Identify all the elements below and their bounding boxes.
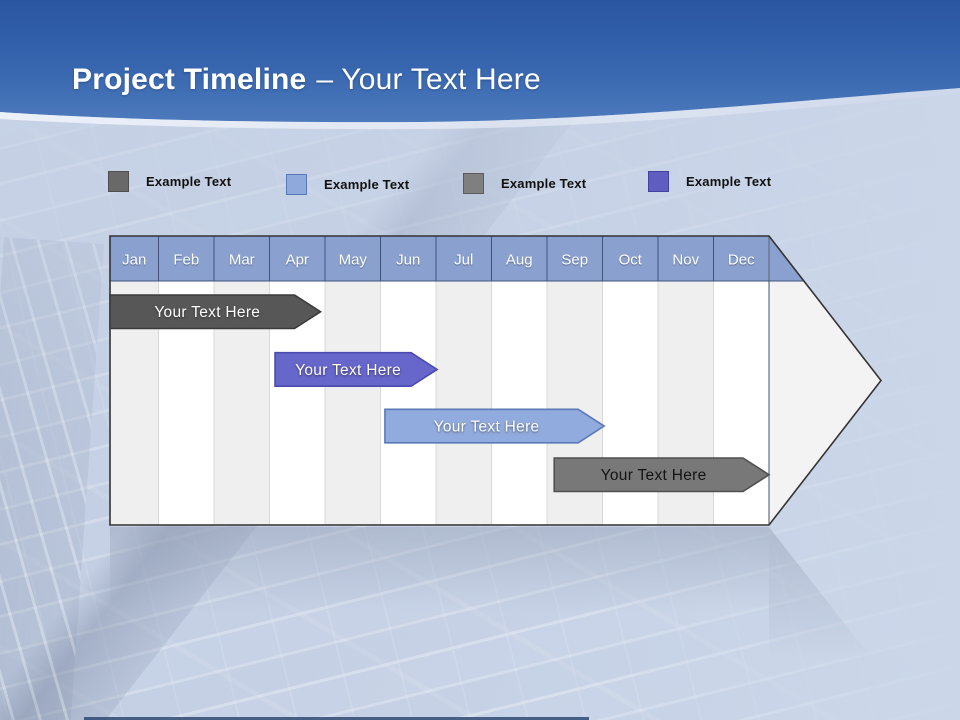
legend-item[interactable]: Example Text — [286, 173, 409, 195]
legend-label[interactable]: Example Text — [146, 173, 232, 189]
legend-swatch[interactable] — [108, 170, 129, 192]
arrow-tip-reflection — [769, 527, 873, 660]
month-column — [491, 281, 547, 525]
month-label: Jun — [396, 252, 420, 269]
month-label: May — [339, 252, 368, 269]
month-cell — [546, 235, 603, 282]
title-regular[interactable]: – Your Text Here — [316, 63, 541, 96]
photo-bottom-strip — [84, 717, 589, 720]
month-label: Oct — [619, 252, 643, 269]
month-label: Dec — [728, 252, 755, 269]
title-bold[interactable]: Project Timeline — [72, 63, 307, 96]
legend-item[interactable]: Example Text — [108, 170, 231, 192]
gantt-bar-label[interactable]: Your Text Here — [434, 418, 540, 435]
month-label: Mar — [229, 252, 255, 269]
header-wave — [0, 0, 960, 130]
month-label: Nov — [672, 252, 699, 269]
gantt-bar-label[interactable]: Your Text Here — [295, 362, 401, 379]
legend-item[interactable]: Example Text — [648, 170, 771, 192]
legend-label[interactable]: Example Text — [501, 175, 587, 191]
timeline-arrow-outline — [109, 235, 883, 526]
gantt-bar-label[interactable]: Your Text Here — [601, 467, 707, 484]
table-reflection — [110, 527, 769, 612]
month-cell — [657, 235, 714, 282]
month-column — [325, 281, 381, 525]
month-label: Jul — [454, 252, 473, 269]
wave-band — [0, 0, 960, 123]
month-label: Jan — [122, 252, 146, 269]
gantt-bar[interactable] — [109, 294, 323, 330]
gantt-bar[interactable] — [274, 351, 439, 387]
month-label: Sep — [561, 252, 588, 269]
gantt-bar-label[interactable]: Your Text Here — [154, 304, 260, 321]
timeline-cells: Jan Feb Mar Apr May Jun Jul Aug Sep Oct Nov Dec — [109, 235, 804, 525]
month-label: Aug — [506, 252, 533, 269]
month-column — [380, 281, 436, 525]
month-cell — [158, 235, 215, 282]
month-column — [436, 281, 492, 525]
legend-item[interactable]: Example Text — [463, 172, 586, 194]
legend-swatch[interactable] — [286, 173, 307, 195]
month-label: Apr — [286, 252, 309, 269]
month-cell — [213, 235, 270, 282]
legend-swatch[interactable] — [463, 172, 484, 194]
legend-swatch[interactable] — [648, 170, 669, 192]
legend-label[interactable]: Example Text — [686, 173, 772, 189]
wave-highlight — [0, 88, 960, 130]
month-cell — [713, 235, 770, 282]
month-label: Feb — [173, 252, 199, 269]
legend-label[interactable]: Example Text — [324, 176, 410, 192]
gantt-bar[interactable] — [384, 408, 606, 444]
page-title[interactable]: Project Timeline – Your Text Here — [72, 62, 541, 98]
gantt-bar[interactable] — [553, 457, 771, 493]
month-cell — [602, 235, 659, 282]
